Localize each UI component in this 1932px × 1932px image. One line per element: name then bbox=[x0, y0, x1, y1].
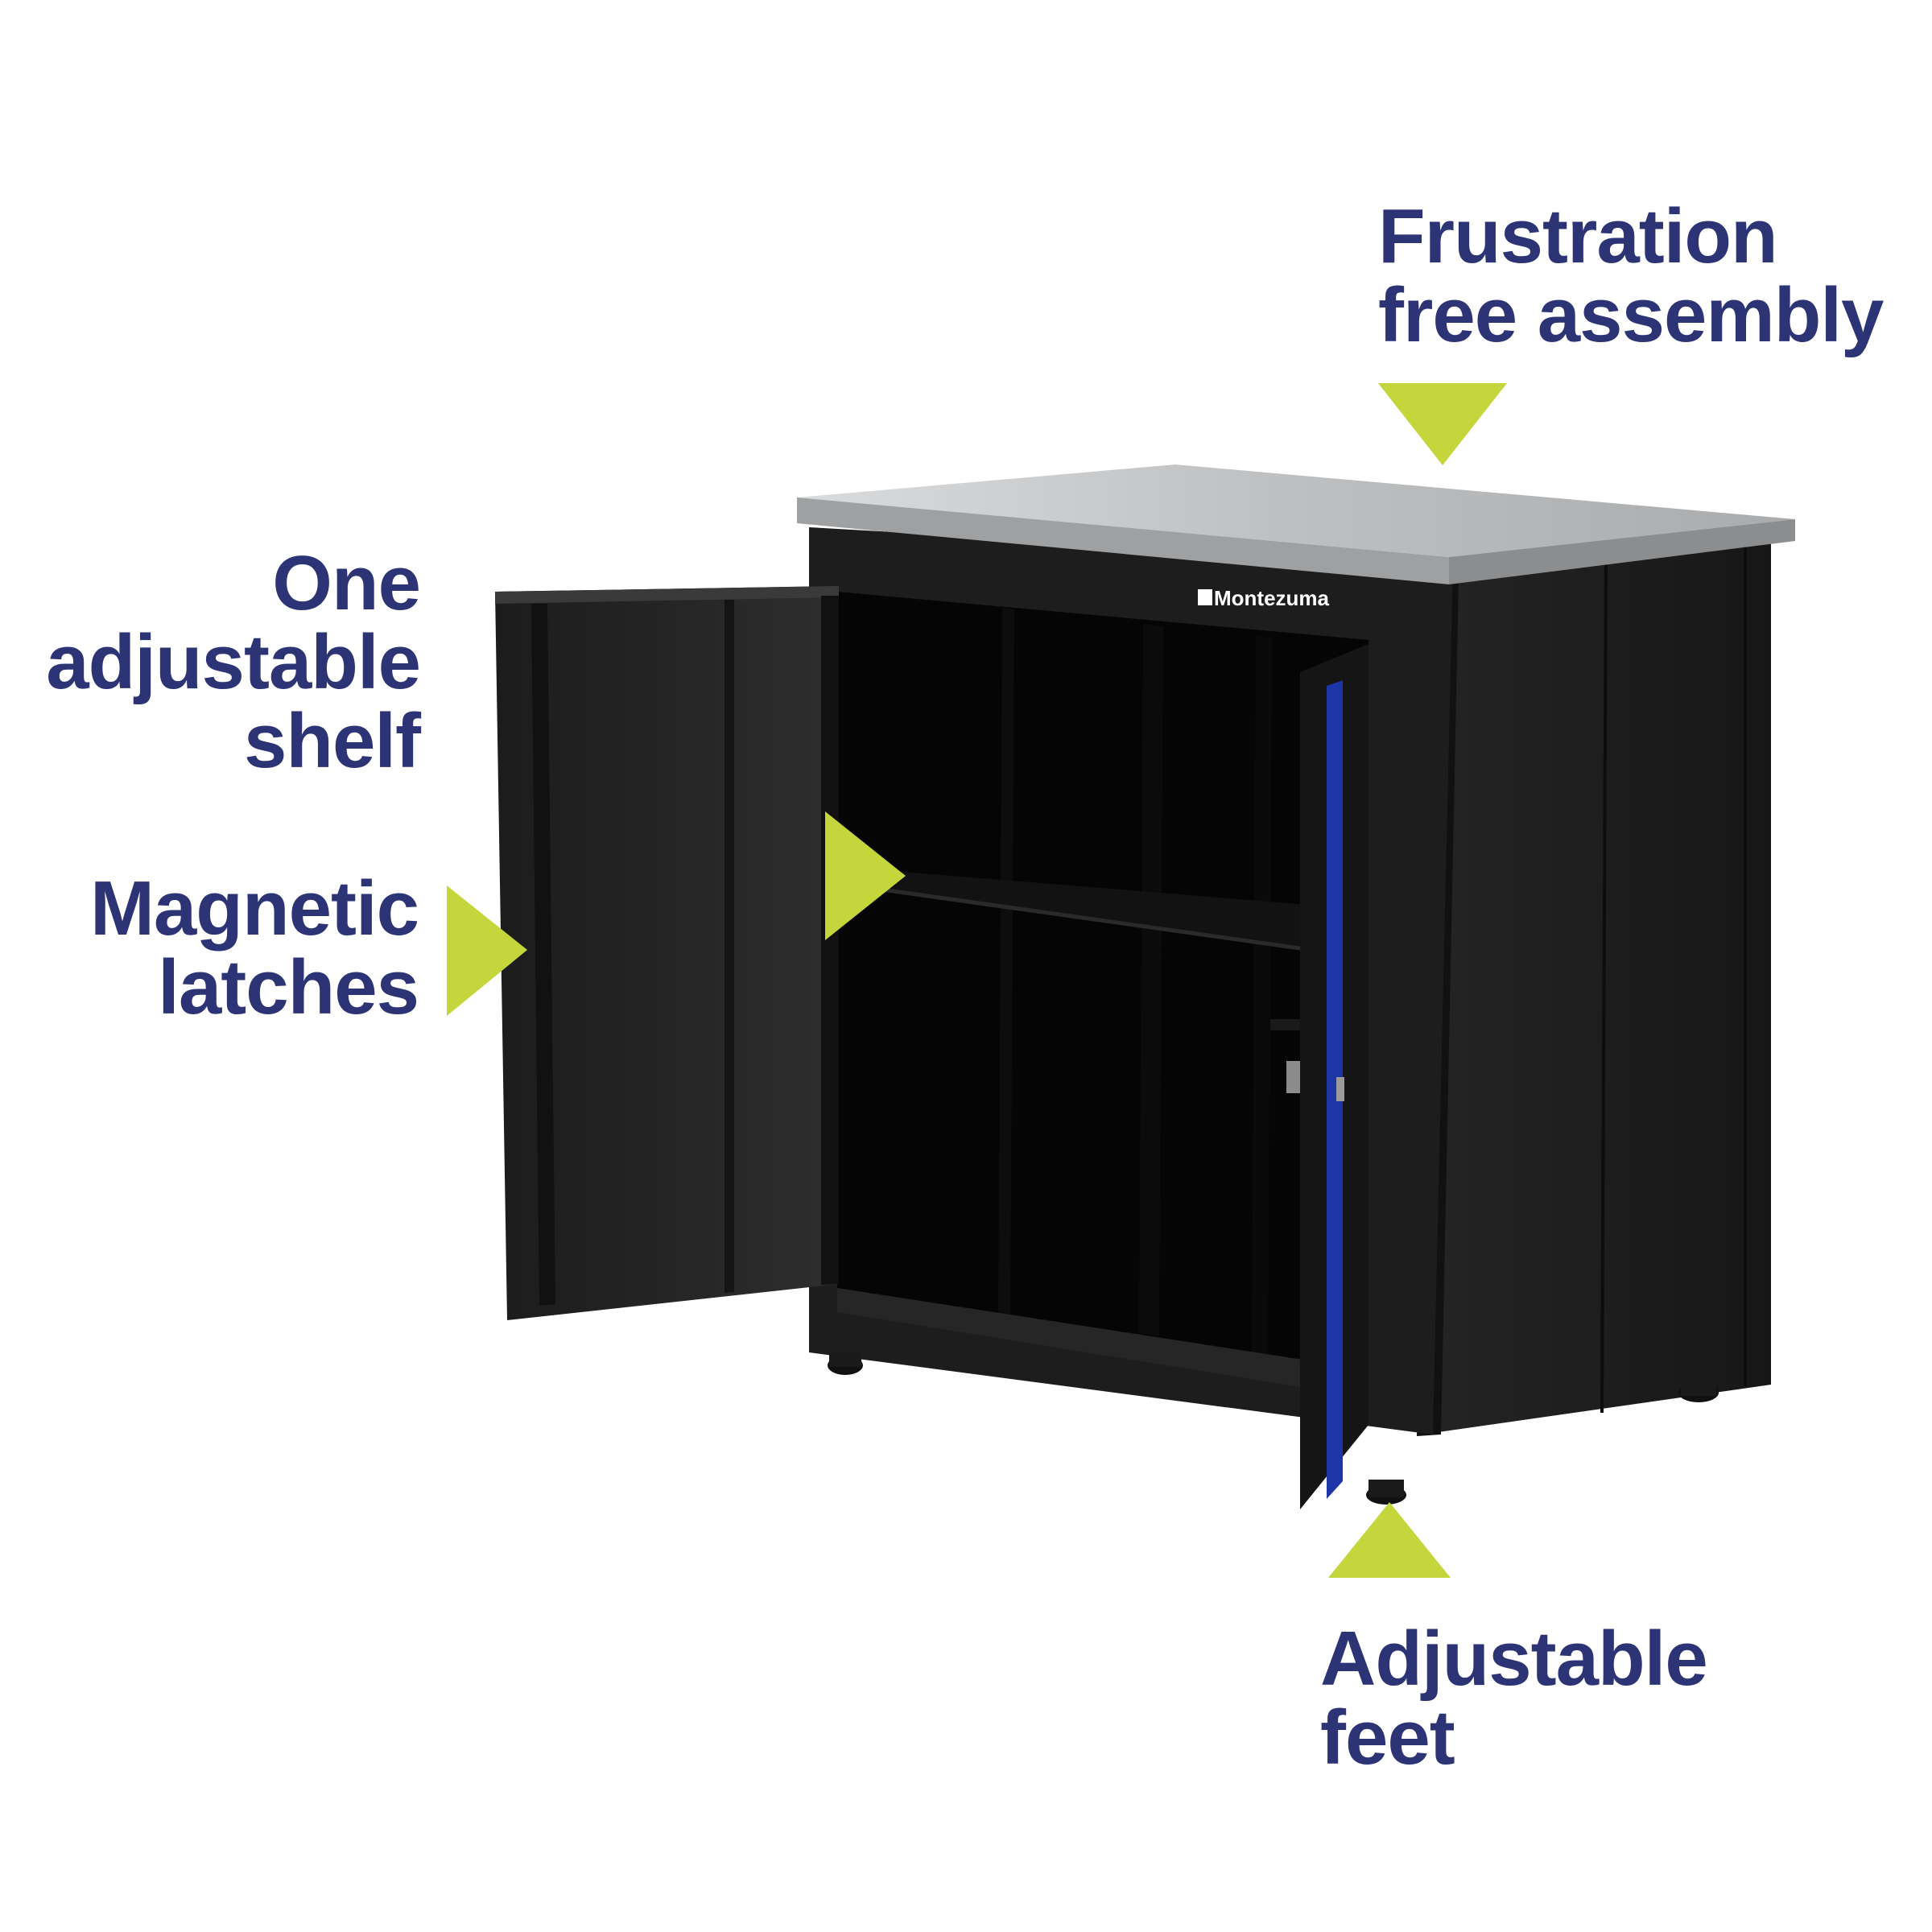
callout-feet: Adjustable feet bbox=[1320, 1616, 1708, 1781]
callout-assembly-line1: Frustration bbox=[1378, 193, 1778, 279]
arrow-shelf-icon bbox=[825, 811, 906, 940]
callout-shelf-line3: shelf bbox=[243, 698, 421, 784]
brand-logo: Montezuma bbox=[1198, 586, 1330, 610]
stainless-countertop bbox=[797, 464, 1795, 584]
arrow-feet-icon bbox=[1328, 1502, 1451, 1578]
callout-latches-line1: Magnetic bbox=[89, 865, 419, 952]
adjustable-feet bbox=[828, 1352, 1719, 1505]
arrow-latches-icon bbox=[447, 886, 527, 1016]
callout-assembly: Frustration free assembly bbox=[1378, 193, 1884, 358]
cabinet-interior bbox=[837, 592, 1369, 1397]
right-door bbox=[1300, 644, 1368, 1509]
callout-assembly-line2: free assembly bbox=[1378, 272, 1884, 358]
callout-feet-line1: Adjustable bbox=[1320, 1616, 1708, 1702]
cabinet-side-panel bbox=[1417, 541, 1771, 1436]
left-door bbox=[495, 586, 839, 1320]
callout-shelf-line1: One bbox=[272, 540, 421, 626]
callout-latches: Magnetic latches bbox=[90, 869, 419, 1027]
callout-shelf-line2: adjustable bbox=[46, 619, 421, 705]
door-blue-trim bbox=[1327, 680, 1343, 1499]
callout-shelf: One adjustable shelf bbox=[46, 540, 421, 784]
arrow-assembly-icon bbox=[1378, 383, 1507, 465]
callout-feet-line2: feet bbox=[1320, 1695, 1455, 1781]
callout-latches-line2: latches bbox=[158, 944, 419, 1030]
brand-logo-text: Montezuma bbox=[1214, 586, 1330, 610]
magnetic-latch bbox=[1286, 1061, 1304, 1093]
adjustable-shelf bbox=[853, 868, 1368, 958]
